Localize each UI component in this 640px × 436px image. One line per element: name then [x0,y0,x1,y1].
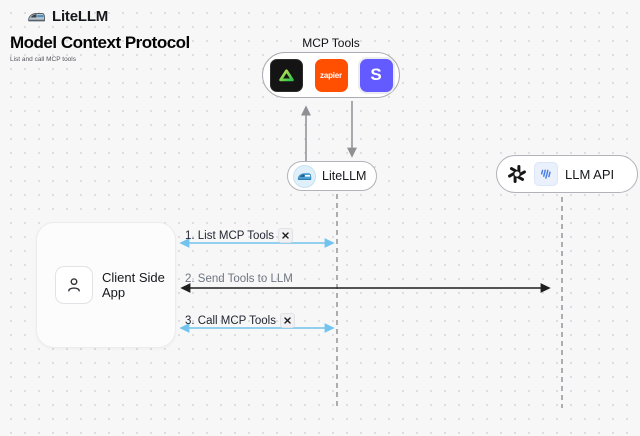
provider-wing-icon [534,162,558,186]
triangle-glyph [278,68,294,81]
client-node-label: Client Side App [102,270,165,300]
flow-label-2: 2. Send Tools to LLM [185,273,293,285]
openai-icon [508,165,526,183]
flow-1-text: 1. List MCP Tools [185,229,275,242]
page-subtitle: List and call MCP tools [10,56,76,63]
brand: LiteLLM [27,8,108,25]
crossed-tools-glyph [282,232,289,239]
zapier-icon: zapier [314,58,348,92]
litellm-logo-icon [293,164,316,188]
llm-api-node: LLM API [496,155,638,193]
llm-api-node-label: LLM API [565,166,615,182]
person-icon-box [55,266,93,304]
wing-glyph [540,169,551,179]
flow-label-1: 1. List MCP Tools [185,228,294,243]
flow-3-text: 3. Call MCP Tools [185,314,276,327]
tools-icon [279,313,295,328]
stripe-icon: S [359,58,393,92]
litellm-node: LiteLLM [287,161,377,191]
flow-label-3: 3. Call MCP Tools [185,313,295,328]
brand-name: LiteLLM [52,8,109,25]
person-icon [68,278,80,292]
mcp-tools-box: zapier S [262,52,400,98]
litellm-node-label: LiteLLM [322,169,367,183]
triangle-logo-icon [269,58,303,92]
stripe-letter: S [370,65,382,84]
tools-icon [278,228,294,243]
flow-2-text: 2. Send Tools to LLM [185,273,293,285]
zapier-wordmark: zapier [320,70,342,80]
page-title: Model Context Protocol [10,33,190,52]
mcp-tools-label: MCP Tools [302,36,360,50]
crossed-tools-glyph [284,317,291,324]
train-icon [297,172,312,180]
client-node: Client Side App [36,222,176,348]
train-icon [28,12,45,21]
